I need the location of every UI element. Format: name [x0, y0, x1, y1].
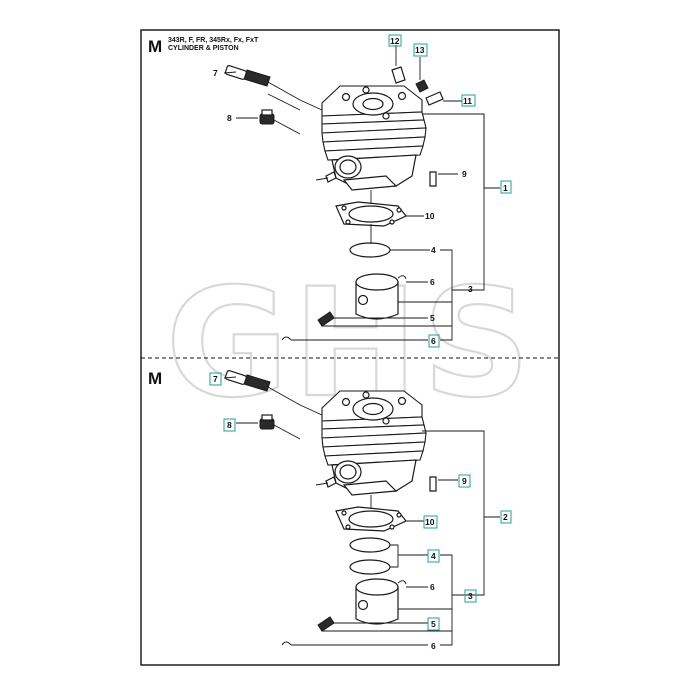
plug-lower — [259, 414, 275, 430]
callout-11-upper: 11 — [463, 96, 472, 106]
upper-assembly: 7 8 12 13 11 1 9 10 4 6 3 5 6 — [213, 34, 512, 348]
callout-3-box-lower — [464, 589, 477, 603]
callout-9-lower: 9 — [462, 476, 467, 486]
callout-3-upper: 3 — [468, 284, 473, 294]
section-letter-upper: M — [148, 37, 162, 56]
callout-13-upper: 13 — [415, 45, 425, 55]
part-12-sleeve-upper — [391, 66, 406, 84]
callout-4-lower: 4 — [431, 551, 436, 561]
callout-11-box-upper — [461, 94, 476, 107]
callout-4-upper: 4 — [431, 245, 436, 255]
callout-6b-upper: 6 — [431, 336, 436, 346]
callout-2-box-lower — [500, 510, 512, 524]
callout-9-upper: 9 — [462, 169, 467, 179]
callout-4-box-lower — [427, 549, 440, 563]
callout-6b-lower: 6 — [431, 641, 436, 651]
callout-8-upper: 8 — [227, 113, 232, 123]
piston-ring-lower-b — [349, 559, 391, 575]
callout-6a-upper: 6 — [430, 277, 435, 287]
piston-ring-upper — [349, 242, 391, 258]
screw-9-upper — [429, 171, 437, 187]
cylinder-upper — [315, 85, 427, 191]
model-list: 343R, F, FR, 345Rx, Fx, FxT — [168, 37, 259, 44]
lower-assembly: 7 8 9 10 2 4 6 3 5 6 — [209, 369, 512, 651]
callout-2-lower: 2 — [503, 512, 508, 522]
piston-lower — [281, 578, 407, 646]
callout-3-lower: 3 — [468, 591, 473, 601]
callout-1-upper: 1 — [503, 183, 508, 193]
part-11-fitting-upper — [425, 91, 444, 106]
cylinder-lower — [315, 390, 427, 496]
callout-6a-lower: 6 — [430, 582, 435, 592]
piston-ring-lower-a — [349, 537, 391, 553]
callout-10-lower: 10 — [425, 517, 435, 527]
callout-10-box-lower — [423, 515, 438, 529]
callout-12-upper: 12 — [390, 36, 400, 46]
callout-5-box-lower — [427, 617, 440, 631]
gasket-upper — [335, 201, 407, 227]
gasket-lower — [335, 506, 407, 532]
callout-13-box-upper — [413, 43, 428, 57]
part-13-nipple-upper — [415, 79, 429, 93]
callout-6b-box-upper — [428, 334, 440, 348]
section-subtitle: CYLINDER & PISTON — [168, 45, 239, 52]
callout-10-upper: 10 — [425, 211, 435, 221]
callout-1-box-upper — [500, 180, 512, 194]
callout-5-lower: 5 — [431, 619, 436, 629]
page-frame — [140, 29, 560, 666]
plug-upper — [259, 109, 275, 125]
callout-12-box-upper — [388, 34, 402, 47]
section-letter-lower: M — [148, 369, 162, 388]
callout-7-lower: 7 — [213, 374, 218, 384]
callout-8-lower: 8 — [227, 420, 232, 430]
callout-7-box-lower — [209, 372, 222, 386]
callout-8-box-lower — [223, 418, 236, 432]
decompression-valve-upper — [224, 64, 271, 87]
callout-9-box-lower — [458, 474, 471, 488]
screw-9-lower — [429, 476, 437, 492]
callout-7-upper: 7 — [213, 68, 218, 78]
callout-5-upper: 5 — [430, 313, 435, 323]
